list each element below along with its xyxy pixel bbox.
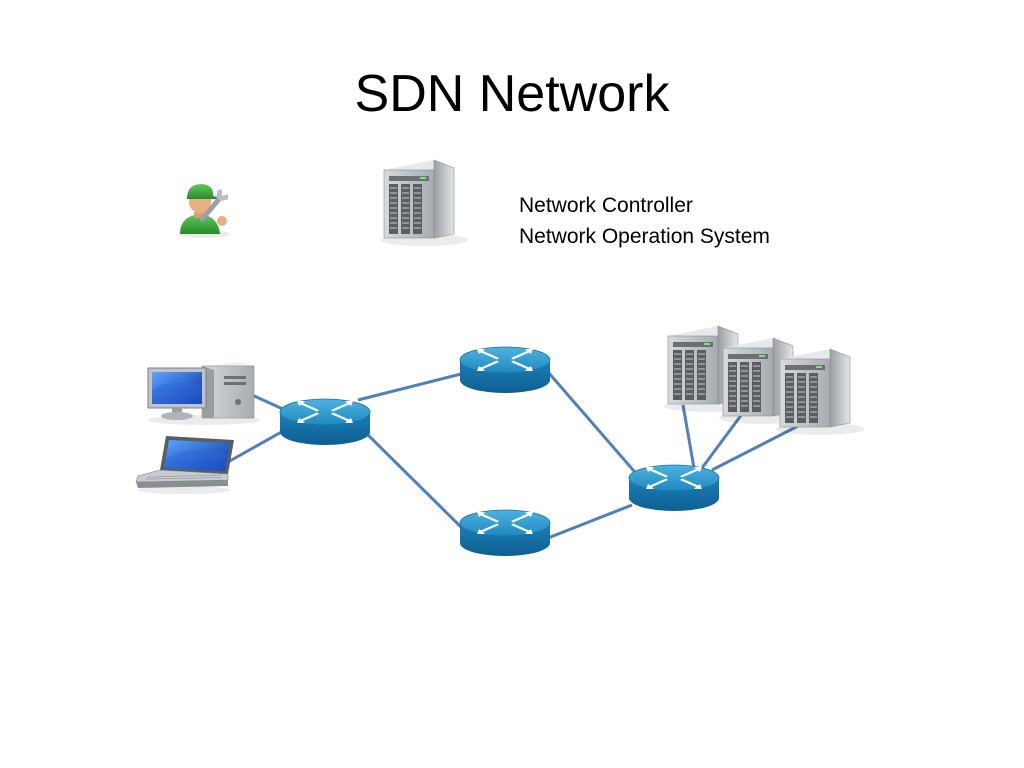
router-icon [628, 464, 720, 512]
controller-label: Network Controller Network Operation Sys… [519, 190, 770, 252]
router-icon [279, 398, 371, 446]
link-desktop-router [251, 393, 286, 412]
link-router3-router4 [547, 503, 633, 540]
controller-server-icon [379, 159, 469, 247]
laptop-icon [135, 436, 234, 494]
slide-title: SDN Network [354, 65, 670, 123]
link-router4-server1 [681, 404, 696, 469]
link-router1-router2 [357, 371, 466, 402]
controller-label-line2: Network Operation System [519, 225, 770, 248]
router-icon [459, 346, 551, 394]
server-icon [775, 348, 865, 436]
network-admin-icon [178, 184, 230, 238]
link-router2-router4 [546, 371, 642, 479]
desktop-computer-icon [147, 362, 260, 425]
controller-label-line1: Network Controller [519, 194, 693, 217]
network-links [227, 371, 801, 540]
link-router1-router3 [363, 430, 464, 530]
link-laptop-router [227, 428, 286, 464]
router-icon [459, 509, 551, 557]
